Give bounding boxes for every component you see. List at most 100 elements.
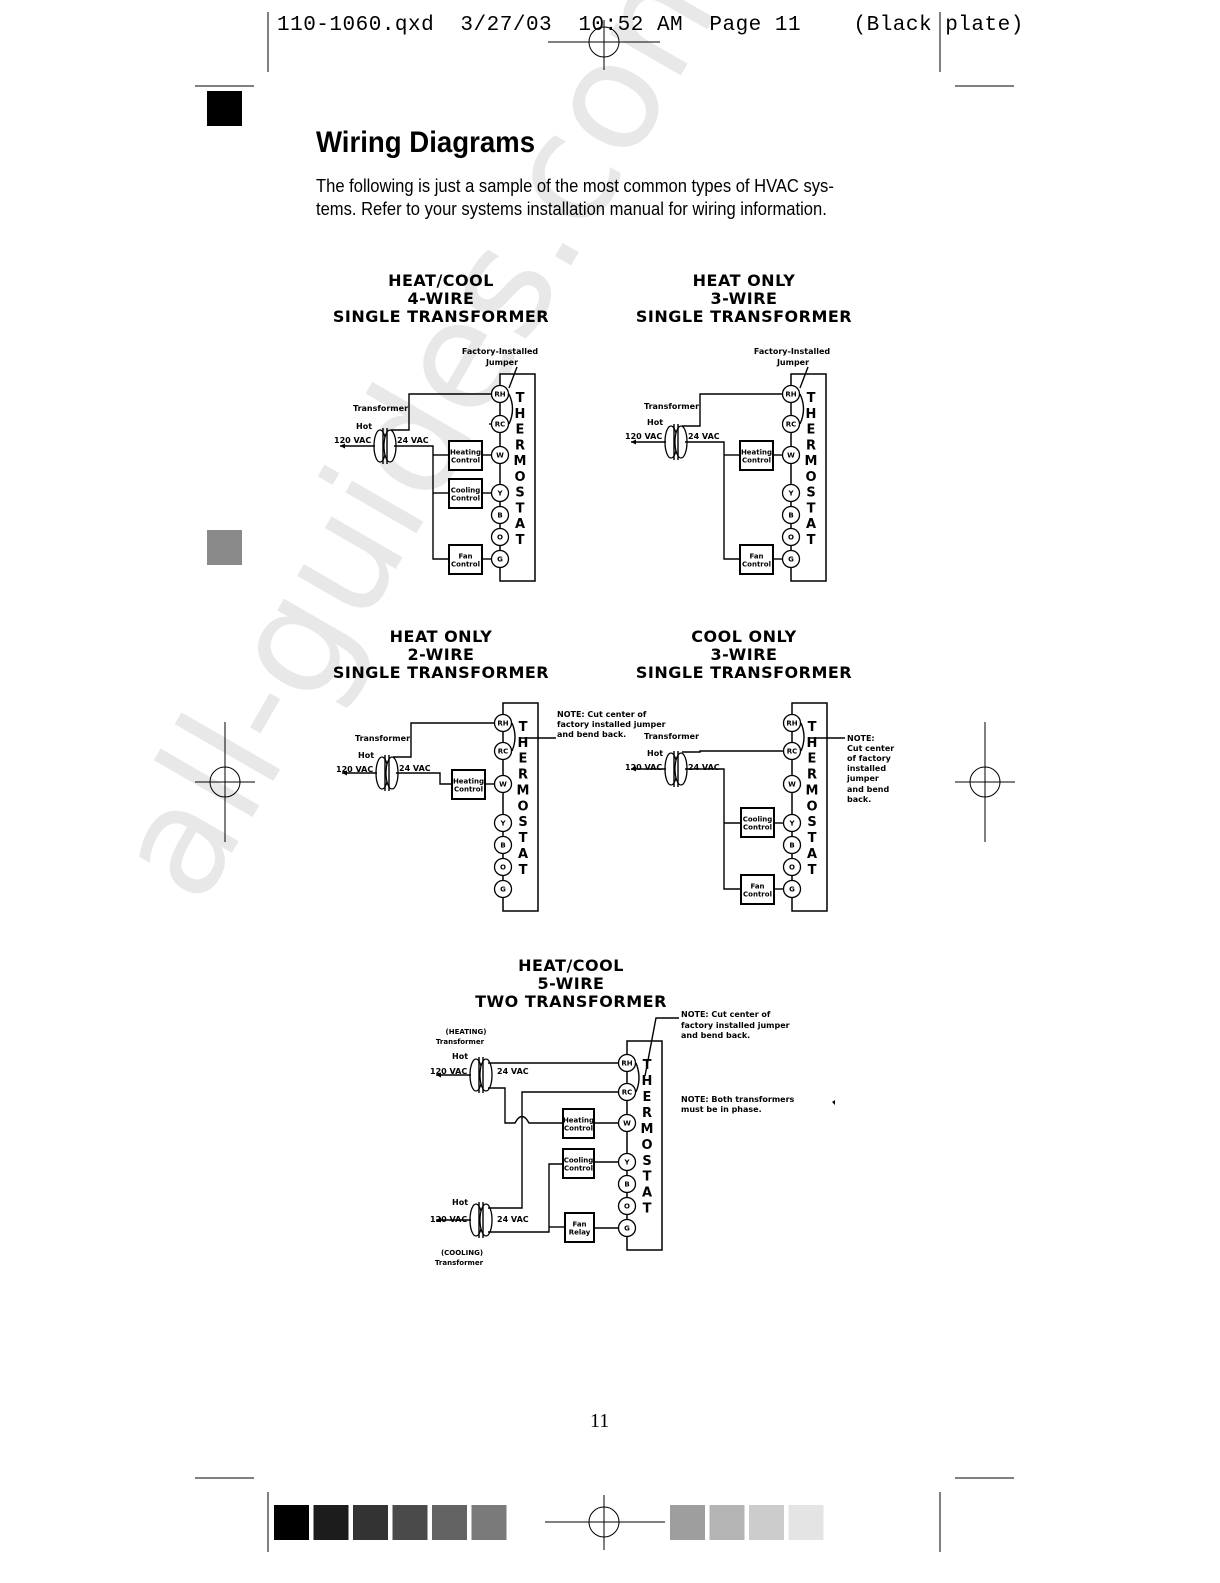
hot-label: Hot — [452, 1052, 468, 1061]
transformer-icon — [469, 1202, 493, 1238]
thermostat-letter: R — [806, 438, 816, 453]
wire — [394, 445, 449, 560]
fan-control-label: Fan — [458, 553, 472, 561]
thermostat-letter: H — [642, 1074, 653, 1089]
vac-label: 24 VAC — [397, 436, 429, 445]
svg-text:2-WIRE: 2-WIRE — [408, 645, 475, 664]
thermostat-letter: T — [808, 831, 817, 846]
terminal-w — [493, 774, 513, 794]
fan-control-label: Fan — [750, 883, 764, 891]
terminal-b — [782, 835, 802, 855]
jumper — [799, 393, 805, 425]
thermostat-letter: S — [806, 486, 815, 501]
transformer-label: Transformer — [353, 404, 408, 413]
wire — [393, 722, 494, 758]
terminal-g — [490, 549, 510, 569]
thermostat-letter: O — [514, 470, 525, 485]
svg-text:3-WIRE: 3-WIRE — [711, 645, 778, 664]
jumper-pointer — [508, 366, 518, 389]
jumper-pointer — [799, 366, 809, 389]
terminal-label: W — [499, 781, 507, 789]
thermostat-letter: S — [515, 486, 524, 501]
terminal-label: RC — [498, 748, 509, 756]
heating-control-label: Heating — [563, 1117, 594, 1125]
diagram-2-title: HEAT ONLY 3-WIRE SINGLE TRANSFORMER — [636, 271, 852, 326]
thermostat-letter: E — [643, 1090, 652, 1105]
terminal-label: G — [789, 886, 795, 894]
fan-control-label: Control — [742, 561, 771, 569]
terminal-rh — [781, 384, 801, 404]
terminal-g — [781, 549, 801, 569]
terminal-y — [493, 813, 513, 833]
thermostat-letter: E — [807, 423, 816, 438]
svg-text:installed: installed — [847, 764, 886, 773]
fan-control-label: Control — [743, 891, 772, 899]
svg-text:NOTE: Cut center of: NOTE: Cut center of — [557, 710, 647, 719]
transformer-label: Transformer — [644, 732, 699, 741]
color-swatch — [313, 1505, 349, 1540]
vac-label: 120 VAC — [625, 763, 662, 772]
terminal-label: Y — [623, 1159, 630, 1167]
svg-text:factory installed jumper: factory installed jumper — [681, 1021, 790, 1030]
terminal-label: B — [497, 512, 502, 520]
terminal-label: O — [500, 864, 506, 872]
terminal-g — [782, 879, 802, 899]
terminal-b — [617, 1174, 637, 1194]
fan-relay-label: Fan — [572, 1221, 586, 1229]
arrow-icon — [631, 439, 636, 445]
thermostat-letter: T — [807, 533, 816, 548]
svg-text:TWO TRANSFORMER: TWO TRANSFORMER — [475, 992, 667, 1011]
svg-text:NOTE: Cut center of: NOTE: Cut center of — [681, 1010, 771, 1019]
terminal-label: G — [497, 556, 503, 564]
terminal-label: O — [624, 1203, 630, 1211]
terminal-label: O — [788, 534, 794, 542]
terminal-label: W — [623, 1120, 631, 1128]
svg-text:(HEATING): (HEATING) — [446, 1028, 487, 1036]
terminal-label: W — [788, 781, 796, 789]
diagram-4-title: COOL ONLY 3-WIRE SINGLE TRANSFORMER — [636, 627, 852, 682]
terminal-o — [493, 857, 513, 877]
thermostat-letter: M — [641, 1122, 654, 1137]
print-slug: 110-1060.qxd 3/27/03 10:52 AM Page 11 (B… — [277, 14, 1024, 37]
svg-text:COOL ONLY: COOL ONLY — [691, 627, 797, 646]
thermostat-letter: H — [518, 736, 529, 751]
terminal-rc — [490, 414, 510, 434]
arrow-icon — [340, 443, 345, 449]
transformer-icon — [373, 428, 397, 464]
cooling-control-label: Control — [564, 1165, 593, 1173]
terminal-label: Y — [787, 490, 794, 498]
wire — [682, 393, 782, 427]
vac-label: 24 VAC — [497, 1215, 529, 1224]
terminal-label: RH — [786, 720, 797, 728]
cooling-control-label: Cooling — [564, 1157, 594, 1165]
arrow-icon — [436, 1217, 441, 1223]
diagram-3-note: NOTE: Cut center of factory installed ju… — [557, 710, 666, 739]
svg-text:Transformer: Transformer — [436, 1038, 485, 1046]
color-swatch — [749, 1505, 784, 1540]
thermostat-letter: R — [515, 438, 525, 453]
arrow-icon — [342, 770, 347, 776]
gray-register-square — [207, 530, 242, 565]
terminal-label: RC — [495, 421, 506, 429]
terminal-y — [617, 1152, 637, 1172]
thermostat-letter: O — [806, 799, 817, 814]
terminal-label: Y — [499, 820, 506, 828]
thermostat-letter: T — [643, 1170, 652, 1185]
terminal-label: RH — [621, 1060, 632, 1068]
svg-text:and bend: and bend — [847, 785, 889, 794]
thermostat-letter: T — [807, 501, 816, 516]
diagram-heat-only-3-wire: THERMOSTATRHRCWYBOGFactory-InstalledJump… — [625, 347, 830, 582]
color-bar — [274, 1505, 824, 1540]
heating-control-label: Control — [454, 786, 483, 794]
terminal-rc — [782, 741, 802, 761]
